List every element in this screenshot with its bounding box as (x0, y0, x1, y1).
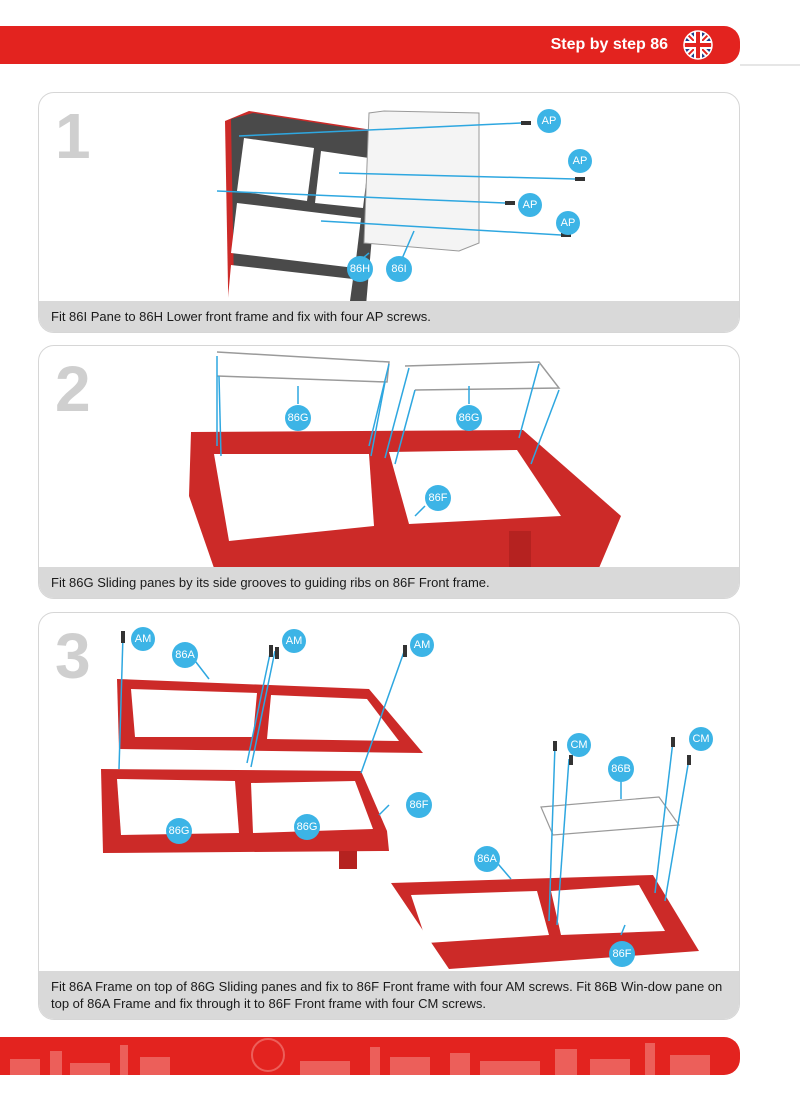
front-frame-86f-right (391, 875, 699, 969)
header-divider (740, 64, 800, 66)
badge-ap-4: AP (556, 211, 580, 235)
svg-text:86H: 86H (350, 263, 370, 275)
svg-text:86I: 86I (391, 263, 406, 275)
badge-86h: 86H (347, 256, 373, 282)
step-number: 3 (55, 620, 91, 692)
badge-86i: 86I (386, 256, 412, 282)
step-3-illustration: AM AM AM 86A 86F 86G 86G CM CM 86B 86A 8… (101, 627, 713, 969)
badge-ap-1: AP (537, 109, 561, 133)
svg-text:86A: 86A (175, 649, 195, 661)
svg-text:AP: AP (523, 199, 538, 211)
lower-front-frame-86h (225, 111, 381, 332)
svg-text:86G: 86G (288, 412, 309, 424)
badge-86f: 86F (425, 485, 451, 511)
frame-86a-left (117, 679, 423, 753)
step-1-card: 1 AP AP AP (38, 92, 740, 333)
uk-flag-icon (683, 30, 713, 60)
badge-86g-1: 86G (285, 405, 311, 431)
step-2-caption: Fit 86G Sliding panes by its side groove… (39, 567, 739, 598)
step-number: 1 (55, 100, 91, 172)
svg-text:86F: 86F (429, 492, 448, 504)
badge-ap-2: AP (568, 149, 592, 173)
step-2-card: 2 86G 86G 86F Fi (38, 345, 740, 599)
badge-86b: 86B (608, 756, 634, 782)
svg-text:86G: 86G (459, 412, 480, 424)
svg-text:AM: AM (135, 633, 152, 645)
svg-text:86F: 86F (613, 948, 632, 960)
svg-text:86G: 86G (297, 821, 318, 833)
badge-cm-1: CM (567, 733, 591, 757)
badge-86f-1: 86F (406, 792, 432, 818)
svg-text:CM: CM (692, 733, 709, 745)
step-number: 2 (55, 353, 91, 425)
svg-text:AM: AM (286, 635, 303, 647)
badge-86g-2: 86G (456, 405, 482, 431)
badge-86a-2: 86A (474, 846, 500, 872)
header-bar: Step by step 86 (0, 26, 740, 64)
svg-text:AP: AP (542, 115, 557, 127)
badge-ap-3: AP (518, 193, 542, 217)
badge-86g-2: 86G (294, 814, 320, 840)
page-title: Step by step 86 (550, 36, 668, 53)
badge-86f-2: 86F (609, 941, 635, 967)
svg-text:86F: 86F (410, 799, 429, 811)
badge-cm-2: CM (689, 727, 713, 751)
window-pane-86b (540, 796, 681, 836)
svg-text:86B: 86B (611, 763, 631, 775)
badge-am-3: AM (410, 633, 434, 657)
london-skyline-icon (10, 1038, 710, 1075)
badge-86a-1: 86A (172, 642, 198, 668)
svg-text:86A: 86A (477, 853, 497, 865)
step-2-illustration: 86G 86G 86F (189, 351, 621, 568)
front-frame-86f (189, 430, 621, 568)
svg-text:86G: 86G (169, 825, 190, 837)
step-3-card: 3 (38, 612, 740, 1020)
sliding-panes-86g (216, 351, 561, 391)
step-1-caption: Fit 86I Pane to 86H Lower front frame an… (39, 301, 739, 332)
pane-86i (363, 110, 480, 252)
badge-am-1: AM (131, 627, 155, 651)
step-3-caption: Fit 86A Frame on top of 86G Sliding pane… (39, 971, 739, 1019)
footer-spacer (740, 1037, 800, 1075)
svg-text:AP: AP (561, 217, 576, 229)
footer-bar (0, 1037, 740, 1075)
svg-text:AP: AP (573, 155, 588, 167)
step-1-illustration: AP AP AP AP 86H 86I (216, 109, 592, 332)
badge-am-2: AM (282, 629, 306, 653)
front-frame-86f-left (101, 769, 389, 869)
svg-text:AM: AM (414, 639, 431, 651)
badge-86g-1: 86G (166, 818, 192, 844)
svg-text:CM: CM (570, 739, 587, 751)
